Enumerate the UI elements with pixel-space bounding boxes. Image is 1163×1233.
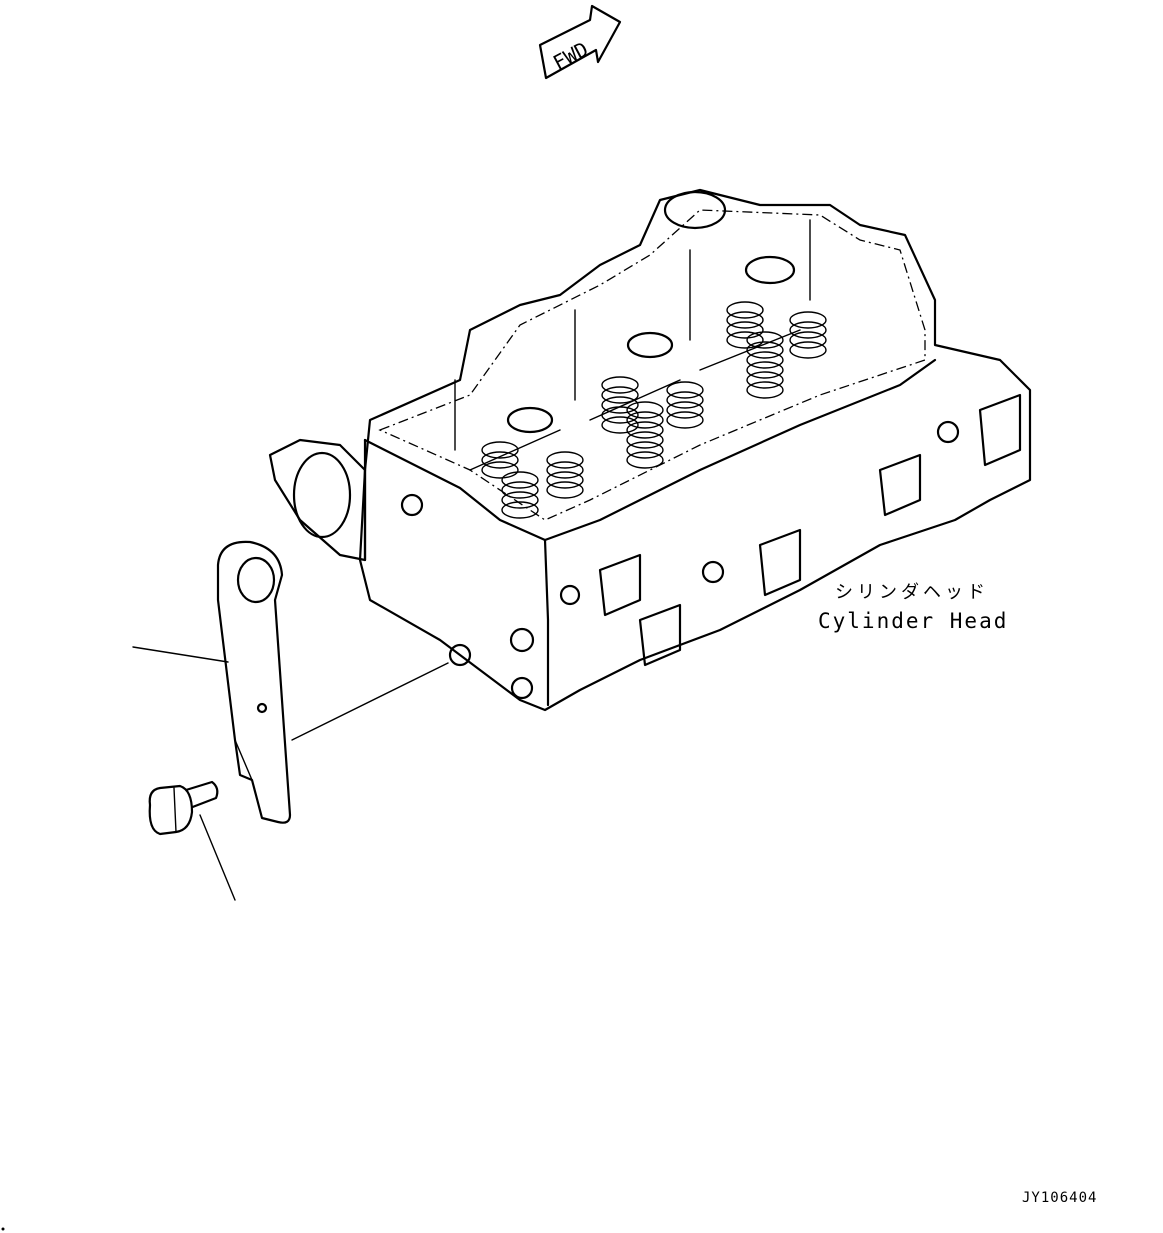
figure-id: JY106404 xyxy=(1022,1190,1097,1206)
lifting-bracket xyxy=(216,540,292,824)
cylinder-head xyxy=(268,188,1032,712)
part-label-english: Cylinder Head xyxy=(818,609,1008,633)
fwd-arrow-icon: FWD xyxy=(538,4,622,80)
part-label-japanese: シリンダヘッド xyxy=(835,582,989,603)
leader-lines xyxy=(132,646,449,901)
valve-springs xyxy=(481,301,827,519)
corner-mark xyxy=(1,1227,5,1231)
flange-bolt xyxy=(148,780,219,836)
